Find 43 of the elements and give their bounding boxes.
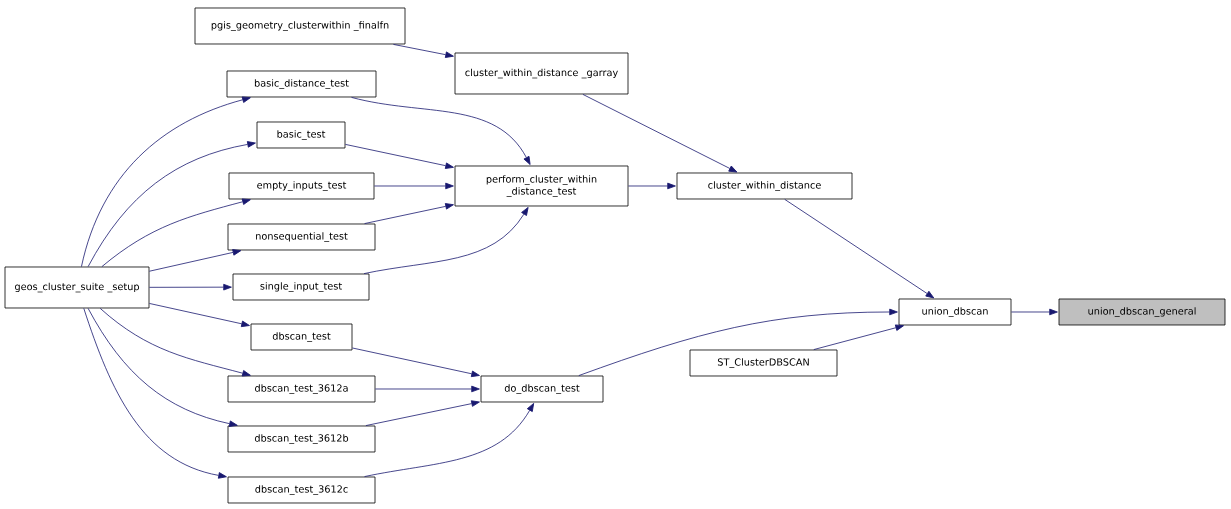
function-box: single_input_test <box>232 273 370 301</box>
arrow <box>628 182 676 190</box>
arrow <box>83 308 227 479</box>
arrow <box>813 324 904 350</box>
function-box: basic_test <box>256 121 346 149</box>
arrow <box>352 347 480 378</box>
arrow <box>364 403 535 477</box>
function-box: dbscan_test <box>250 323 353 351</box>
arrow <box>87 308 238 427</box>
function-box: perform_cluster_within _distance_test <box>454 165 629 207</box>
function-box: pgis_geometry_clusterwithin _finalfn <box>194 7 406 45</box>
function-box: nonsequential_test <box>227 223 376 251</box>
function-box: dbscan_test_3612b <box>227 425 376 453</box>
function-box: dbscan_test_3612c <box>227 476 376 504</box>
arrow <box>149 249 242 272</box>
arrow <box>345 144 454 169</box>
function-box: cluster_within_distance _garray <box>454 52 629 95</box>
arrow <box>363 207 529 274</box>
arrow <box>87 141 256 267</box>
function-box: dbscan_test_3612a <box>227 375 376 403</box>
arrow <box>99 308 251 377</box>
arrow <box>582 94 738 173</box>
arrow <box>784 199 935 299</box>
function-box: geos_cluster_suite _setup <box>4 266 150 309</box>
function-box: union_dbscan <box>898 298 1012 326</box>
arrow <box>393 44 454 58</box>
function-box: union_dbscan_general <box>1058 298 1226 326</box>
arrow <box>1011 308 1058 316</box>
arrow <box>374 182 454 190</box>
arrow <box>364 203 454 224</box>
arrow <box>578 308 898 376</box>
arrow <box>149 283 232 291</box>
function-box: ST_ClusterDBSCAN <box>689 349 838 377</box>
arrow <box>101 198 251 267</box>
arrow <box>81 96 251 267</box>
arrow <box>375 385 480 393</box>
arrow <box>149 303 250 328</box>
function-box: empty_inputs_test <box>228 172 375 200</box>
arrow <box>351 97 531 165</box>
arrow <box>365 400 480 426</box>
function-box: do_dbscan_test <box>480 375 604 403</box>
function-box: basic_distance_test <box>226 70 377 98</box>
function-box: cluster_within_distance <box>676 172 853 200</box>
